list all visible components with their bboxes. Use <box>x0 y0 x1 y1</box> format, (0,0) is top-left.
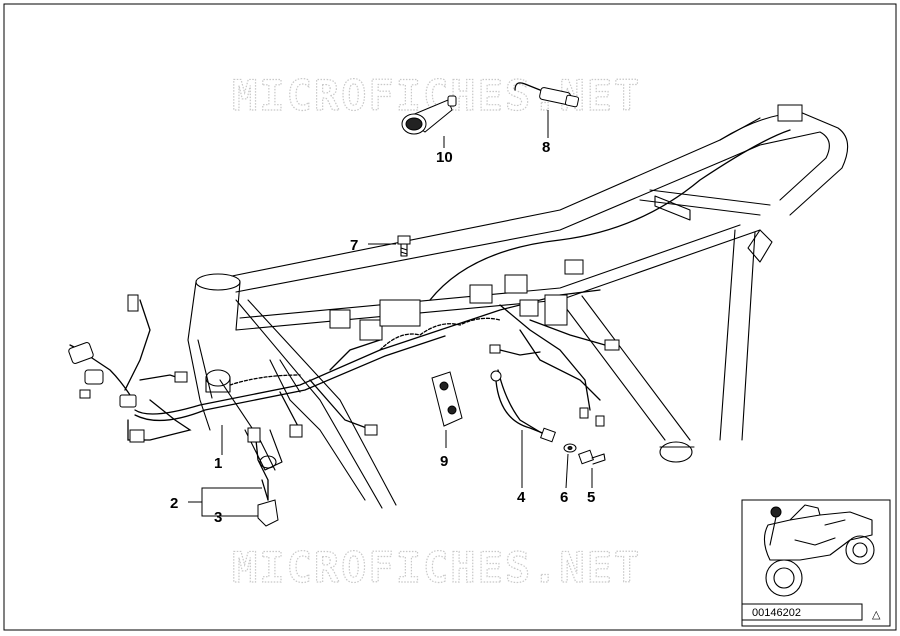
part-10-rubber-boot <box>401 95 457 135</box>
callout-3: 3 <box>214 509 222 526</box>
part-5-screw <box>578 449 606 465</box>
callout-1: 1 <box>214 455 222 472</box>
callout-4: 4 <box>517 489 526 506</box>
motorcycle-frame <box>187 111 849 509</box>
callout-9: 9 <box>440 453 448 470</box>
callout-2: 2 <box>170 495 178 512</box>
warning-triangle-icon: △ <box>872 609 881 621</box>
diagram-border <box>3 3 897 631</box>
callout-7: 7 <box>350 237 358 254</box>
thumbnail-box: 00146202 △ <box>741 499 891 627</box>
part-7-screw <box>397 235 411 257</box>
part-8-inline-fuse <box>514 82 580 108</box>
thumbnail-part-number: 00146202 <box>752 607 801 619</box>
leader-lines <box>188 110 593 517</box>
wiring-harness <box>69 129 791 501</box>
callout-6: 6 <box>560 489 568 506</box>
part-9-grommet <box>431 371 463 427</box>
watermark-bottom: MICROFICHES.NET <box>232 543 641 592</box>
callout-8: 8 <box>542 139 550 156</box>
callout-5: 5 <box>587 489 595 506</box>
motorcycle-thumbnail-icon <box>763 504 875 597</box>
part-number-box <box>741 603 863 621</box>
part-4-ground-cable <box>490 370 556 443</box>
harness-connectors <box>68 104 803 443</box>
part-6-washer <box>563 443 577 453</box>
callout-10: 10 <box>436 149 453 166</box>
